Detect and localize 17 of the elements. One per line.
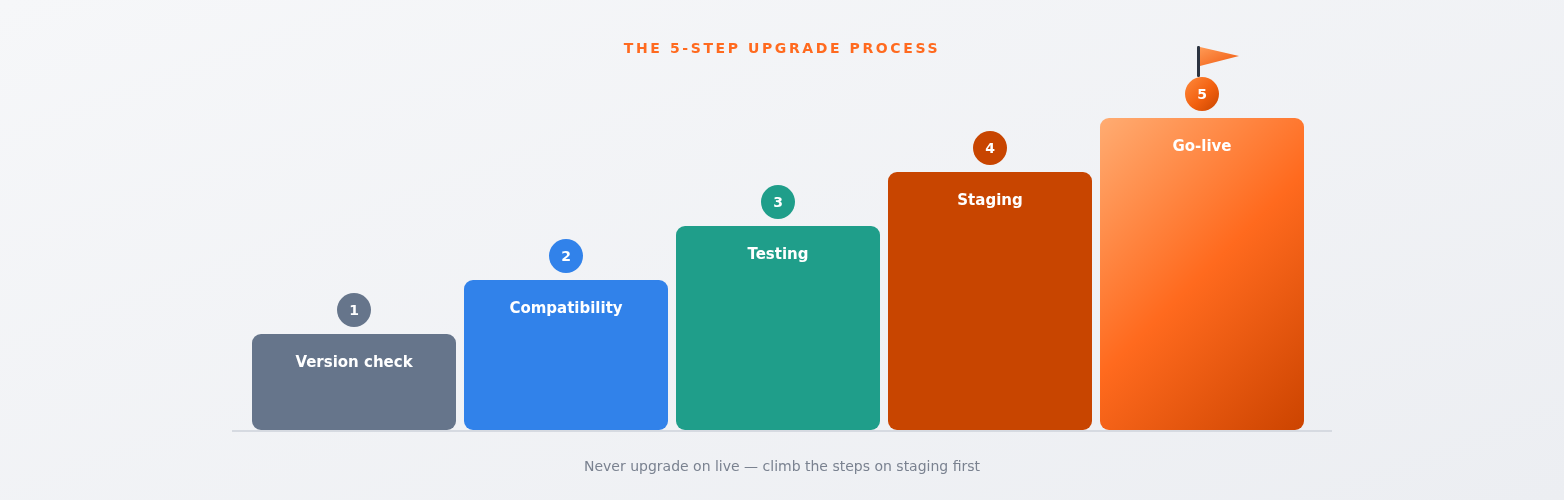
step-label: Testing [746,245,810,263]
step-bar [252,334,456,430]
caption: Never upgrade on live — climb the steps on staging first [582,458,982,474]
step-bar [676,226,880,430]
step-bar [1100,118,1304,430]
step-number: 2 [549,239,583,273]
step-label: Compatibility [508,299,624,317]
step-number: 4 [973,131,1007,165]
step-bar [464,280,668,430]
step-label: Go-live [1171,137,1233,155]
step-label: Version check [294,353,414,371]
step-label: Staging [956,191,1024,209]
step-number: 1 [337,293,371,327]
step-number: 5 [1185,77,1219,111]
step-number: 3 [761,185,795,219]
step-bar [888,172,1092,430]
title: THE 5-STEP UPGRADE PROCESS [622,40,942,56]
